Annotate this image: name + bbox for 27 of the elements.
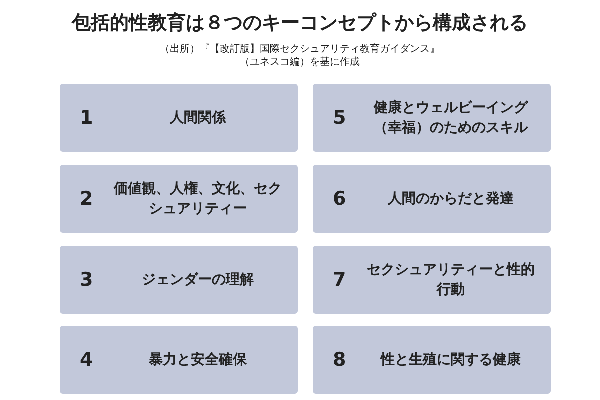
concept-card xyxy=(313,246,551,314)
concept-label: 性と生殖に関する健康 xyxy=(379,351,522,370)
concept-label: セクシュアリティーと性的行動 xyxy=(366,261,536,300)
source-note: （出所）『【改訂版】国際セクシュアリティ教育ガイダンス』 xyxy=(159,44,441,56)
concept-card xyxy=(60,165,298,233)
concept-label: 健康とウェルビーイング（幸福）のためのスキル xyxy=(372,99,530,138)
concept-card xyxy=(313,326,551,394)
concept-number: 1 xyxy=(80,107,94,129)
concept-number: 5 xyxy=(333,107,346,129)
concept-card xyxy=(60,326,298,394)
concept-label: 暴力と安全確保 xyxy=(148,350,248,370)
concept-label: 価値観、人権、文化、セクシュアリティー xyxy=(112,180,283,219)
concept-card xyxy=(313,84,551,152)
concept-number: 8 xyxy=(333,349,346,371)
title: 包括的性教育は８つのキーコンセプトから構成される xyxy=(70,11,529,36)
concept-label: 人間のからだと発達 xyxy=(386,190,515,209)
concept-number: 4 xyxy=(80,349,94,371)
concept-number: 3 xyxy=(80,269,94,291)
source-note: （ユネスコ編）を基に作成 xyxy=(239,57,361,69)
concept-number: 6 xyxy=(333,188,346,210)
concept-number: 7 xyxy=(333,269,346,291)
concept-label: ジェンダーの理解 xyxy=(141,271,255,290)
concept-label: 人間関係 xyxy=(168,109,228,128)
concept-card xyxy=(60,84,298,152)
concept-number: 2 xyxy=(80,188,94,210)
concept-card xyxy=(60,246,298,314)
concept-card xyxy=(313,165,551,233)
